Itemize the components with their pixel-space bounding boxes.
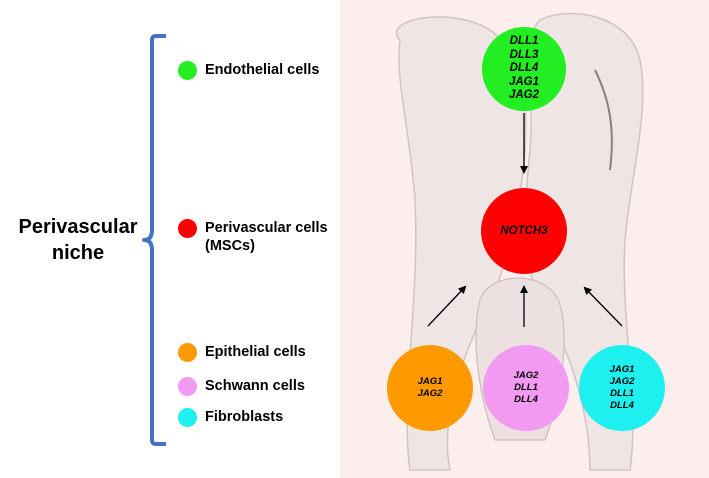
legend-label-endothelial: Endothelial cells — [205, 62, 320, 78]
orange-dot-icon — [178, 343, 197, 362]
legend-label-epithelial: Epithelial cells — [205, 344, 306, 360]
legend-label-fibroblast: Fibroblasts — [205, 409, 284, 425]
red-dot-icon — [178, 219, 197, 238]
legend-label-schwann: Schwann cells — [205, 378, 305, 394]
legend-item-schwann: Schwann cells — [178, 377, 305, 396]
legend-item-fibroblast: Fibroblasts — [178, 408, 283, 427]
notch3-receptor-node: NOTCH3 — [481, 188, 567, 274]
legend-label-perivascular: Perivascular cells (MSCs) — [205, 220, 328, 254]
curly-brace-icon — [142, 34, 166, 446]
legend-item-epithelial: Epithelial cells — [178, 343, 306, 362]
legend-item-perivascular: Perivascular cells (MSCs) — [178, 219, 328, 255]
endothelial-ligand-node: DLL1 DLL3 DLL4 JAG1 JAG2 — [482, 27, 566, 111]
legend-item-endothelial: Endothelial cells — [178, 61, 319, 80]
pink-dot-icon — [178, 377, 197, 396]
niche-title: Perivascular niche — [18, 216, 138, 264]
legend-panel — [0, 0, 340, 478]
schwann-ligand-node: JAG2 DLL1 DLL4 — [483, 345, 569, 431]
green-dot-icon — [178, 61, 197, 80]
fibroblast-ligand-node: JAG1 JAG2 DLL1 DLL4 — [579, 345, 665, 431]
epithelial-ligand-node: JAG1 JAG2 — [387, 345, 473, 431]
cyan-dot-icon — [178, 408, 197, 427]
